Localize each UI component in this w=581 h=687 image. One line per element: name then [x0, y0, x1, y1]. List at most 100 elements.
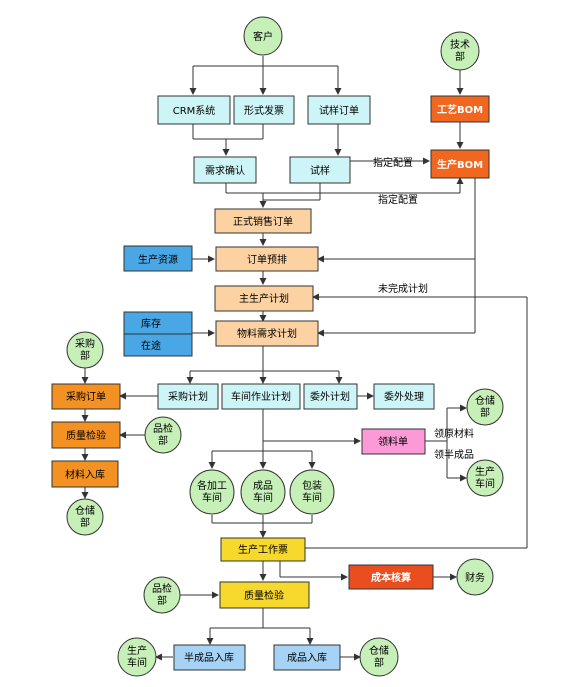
node-purchase-plan: 采购计划 — [157, 383, 219, 410]
node-purchase-dept: 采购 部 — [66, 331, 104, 369]
node-packing-workshop: 包装 车间 — [289, 469, 335, 515]
node-warehouse-bottom: 仓储 部 — [359, 637, 399, 677]
node-prod-workshop-bottom-line1: 生产 — [127, 644, 147, 657]
node-qc-dept-left-line1: 品检 — [153, 422, 173, 435]
node-qc-dept-left: 品检 部 — [144, 416, 182, 454]
node-production-bom-label: 生产BOM — [437, 158, 483, 171]
node-cost-accounting: 成本核算 — [348, 564, 434, 590]
node-warehouse-left-line2: 部 — [80, 516, 90, 529]
node-finished-in-label: 成品入库 — [287, 651, 327, 664]
connectors — [81, 56, 528, 661]
node-prod-workshop-right: 生产 车间 — [466, 459, 504, 497]
node-prod-workshop-bottom: 生产 车间 — [117, 637, 157, 677]
node-quality-check-left: 质量检验 — [51, 421, 121, 449]
edge-label-assign-config-2: 指定配置 — [378, 193, 418, 206]
node-packing-workshop-line1: 包装 — [302, 479, 322, 492]
node-qc-dept-bottom-line2: 部 — [157, 594, 167, 607]
node-mrp: 物料需求计划 — [215, 320, 319, 347]
node-outsource-proc-label: 委外处理 — [384, 390, 424, 403]
node-production-bom: 生产BOM — [430, 149, 490, 179]
node-formal-order-label: 正式销售订单 — [233, 215, 293, 228]
node-master-plan: 主生产计划 — [214, 285, 314, 312]
node-processing-workshop-line1: 各加工 — [197, 479, 227, 492]
node-prod-workshop-right-line1: 生产 — [475, 465, 495, 478]
node-sample-order: 试样订单 — [307, 95, 371, 125]
node-prod-workshop-bottom-line2: 车间 — [127, 656, 147, 669]
node-requisition: 领料单 — [361, 428, 426, 455]
node-finance: 财务 — [456, 558, 494, 596]
node-sample-label: 试样 — [310, 164, 330, 177]
node-quality-check-left-label: 质量检验 — [66, 429, 106, 442]
edge-label-assign-config-1: 指定配置 — [373, 156, 413, 169]
node-sample-order-label: 试样订单 — [319, 104, 359, 117]
node-work-ticket-label: 生产工作票 — [238, 543, 288, 556]
node-outsource-plan: 委外计划 — [303, 383, 358, 410]
node-quality-check-bottom: 质量检验 — [219, 581, 310, 609]
node-warehouse-bottom-line2: 部 — [374, 656, 384, 669]
node-process-bom-label: 工艺BOM — [437, 103, 483, 116]
node-tech-dept-line2: 部 — [455, 50, 465, 63]
node-semi-finished-in: 半成品入库 — [173, 644, 246, 671]
node-purchase-dept-line1: 采购 — [75, 337, 95, 350]
node-process-bom: 工艺BOM — [430, 95, 490, 123]
node-prod-workshop-right-line2: 车间 — [475, 477, 495, 490]
node-work-ticket: 生产工作票 — [220, 537, 306, 562]
node-crm: CRM系统 — [157, 95, 231, 125]
node-outsource-proc: 委外处理 — [373, 383, 435, 410]
node-master-plan-label: 主生产计划 — [239, 292, 289, 305]
node-demand-confirm: 需求确认 — [193, 156, 257, 184]
node-customer: 客户 — [243, 16, 283, 56]
node-proforma: 形式发票 — [233, 95, 295, 125]
node-processing-workshop-line2: 车间 — [202, 491, 222, 504]
node-warehouse-right-line2: 部 — [480, 406, 490, 419]
node-crm-label: CRM系统 — [173, 104, 216, 117]
node-demand-confirm-label: 需求确认 — [205, 164, 245, 177]
edge-label-get-raw: 领原材料 — [434, 427, 474, 440]
node-qc-dept-bottom: 品检 部 — [143, 576, 181, 614]
node-prod-resources: 生产资源 — [123, 245, 193, 272]
node-material-in-label: 材料入库 — [65, 468, 105, 481]
node-purchase-order: 采购订单 — [51, 383, 121, 410]
node-inventory-transit: 库存 在途 — [123, 311, 193, 357]
node-warehouse-left: 仓储 部 — [66, 498, 104, 536]
node-outsource-plan-label: 委外计划 — [310, 390, 350, 403]
node-prod-resources-label: 生产资源 — [138, 253, 178, 266]
node-warehouse-right-line1: 仓储 — [475, 394, 495, 407]
node-customer-label: 客户 — [253, 30, 273, 43]
node-finance-label: 财务 — [465, 571, 485, 584]
node-sample: 试样 — [289, 156, 351, 184]
node-cost-accounting-label: 成本核算 — [371, 571, 411, 584]
node-warehouse-bottom-line1: 仓储 — [369, 644, 389, 657]
edge-label-get-semi: 领半成品 — [434, 448, 474, 461]
node-semi-finished-in-label: 半成品入库 — [184, 651, 234, 664]
node-workshop-plan: 车间作业计划 — [221, 383, 301, 410]
node-inventory-label: 库存 — [141, 317, 161, 330]
node-tech-dept-line1: 技术 — [450, 38, 470, 51]
node-purchase-dept-line2: 部 — [80, 349, 90, 362]
node-finished-workshop: 成品 车间 — [240, 469, 286, 515]
node-qc-dept-left-line2: 部 — [158, 434, 168, 447]
node-workshop-plan-label: 车间作业计划 — [231, 390, 291, 403]
node-proforma-label: 形式发票 — [244, 104, 284, 117]
node-finished-in: 成品入库 — [273, 644, 341, 671]
node-purchase-order-label: 采购订单 — [66, 390, 106, 403]
node-order-schedule-label: 订单预排 — [247, 253, 287, 266]
node-warehouse-left-line1: 仓储 — [75, 504, 95, 517]
node-processing-workshop: 各加工 车间 — [189, 469, 235, 515]
node-tech-dept: 技术 部 — [440, 31, 480, 71]
node-qc-dept-bottom-line1: 品检 — [152, 582, 172, 595]
node-formal-order: 正式销售订单 — [214, 208, 312, 234]
node-finished-workshop-line2: 车间 — [253, 491, 273, 504]
node-finished-workshop-line1: 成品 — [253, 480, 273, 492]
node-quality-check-bottom-label: 质量检验 — [244, 589, 284, 602]
node-purchase-plan-label: 采购计划 — [168, 390, 208, 403]
node-in-transit-label: 在途 — [141, 339, 161, 352]
node-mrp-label: 物料需求计划 — [237, 327, 297, 340]
node-material-in: 材料入库 — [51, 460, 119, 488]
node-packing-workshop-line2: 车间 — [302, 491, 322, 504]
node-warehouse-right: 仓储 部 — [466, 388, 504, 426]
node-requisition-label: 领料单 — [378, 435, 408, 448]
node-order-schedule: 订单预排 — [215, 246, 319, 272]
